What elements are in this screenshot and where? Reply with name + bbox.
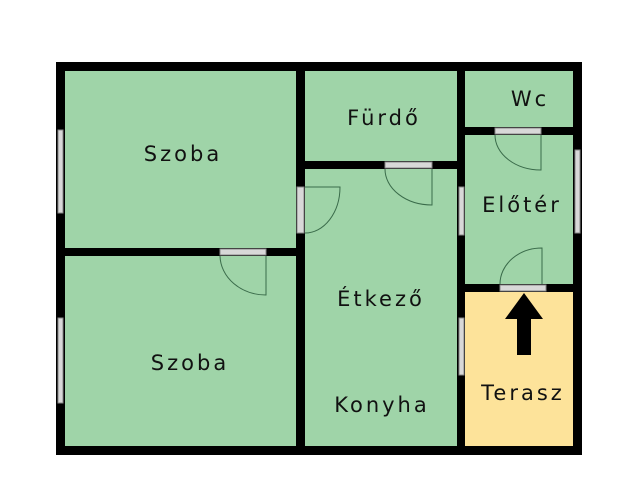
- room-floor-eloter: [461, 131, 579, 289]
- room-label-eloter: Előtér: [482, 193, 562, 217]
- room-floor-etkezo: [300, 165, 462, 450]
- room-label-szoba2: Szoba: [151, 351, 229, 375]
- room-floor-furdo: [300, 66, 462, 166]
- room-label-szoba1: Szoba: [144, 142, 222, 166]
- door-szoba1-etkezo: [296, 186, 341, 234]
- room-label-etkezo: Étkező: [337, 286, 425, 311]
- door-furdo: [384, 161, 433, 206]
- room-label-furdo: Fürdő: [347, 106, 421, 130]
- room-label-wc: Wc: [511, 87, 549, 111]
- room-label-konyha: Konyha: [334, 393, 430, 417]
- arrow-up-icon: [505, 293, 543, 355]
- door-wc: [494, 127, 542, 171]
- room-label-terasz: Terasz: [480, 381, 565, 405]
- door-entrance: [499, 247, 547, 292]
- door-szoba2: [219, 248, 267, 296]
- windows: [57, 129, 581, 404]
- room-floor-wc: [461, 66, 579, 132]
- room-floor-szoba1: [60, 66, 300, 252]
- room-floor-szoba2: [60, 252, 300, 450]
